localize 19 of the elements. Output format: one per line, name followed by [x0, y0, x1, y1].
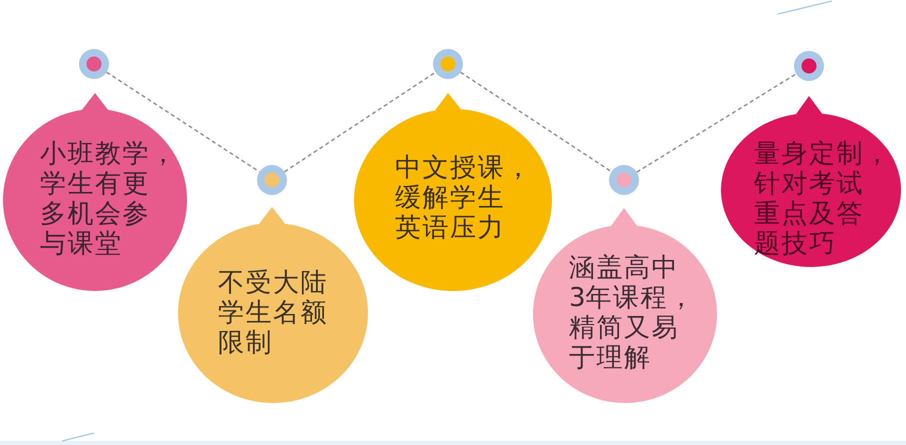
speech-bubble: [3, 93, 187, 290]
bubble-text: 中文授课，缓解学生英语压力: [395, 153, 522, 243]
connector-line: [636, 73, 797, 173]
ring-dot-icon: [79, 49, 109, 79]
speech-bubble: [354, 93, 552, 290]
connector-line: [284, 72, 436, 172]
speech-bubble: [533, 208, 717, 402]
ring-dot-icon: [433, 49, 463, 79]
speech-bubble: [721, 96, 901, 266]
ring-dot-icon: [609, 165, 639, 195]
bubble-text: 小班教学，学生有更多机会参与课堂: [40, 139, 167, 259]
speech-bubble: [178, 207, 368, 402]
ring-dot-icon: [257, 165, 287, 195]
connector-line: [106, 72, 260, 172]
bubble-text: 量身定制，针对考试重点及答题技巧: [754, 139, 881, 259]
connector-line: [460, 72, 612, 172]
bubble-text: 不受大陆学生名额限制: [218, 268, 328, 358]
bubble-text: 涵盖高中3年课程，精简又易于理解: [569, 253, 696, 373]
ring-dot-icon: [794, 51, 824, 81]
